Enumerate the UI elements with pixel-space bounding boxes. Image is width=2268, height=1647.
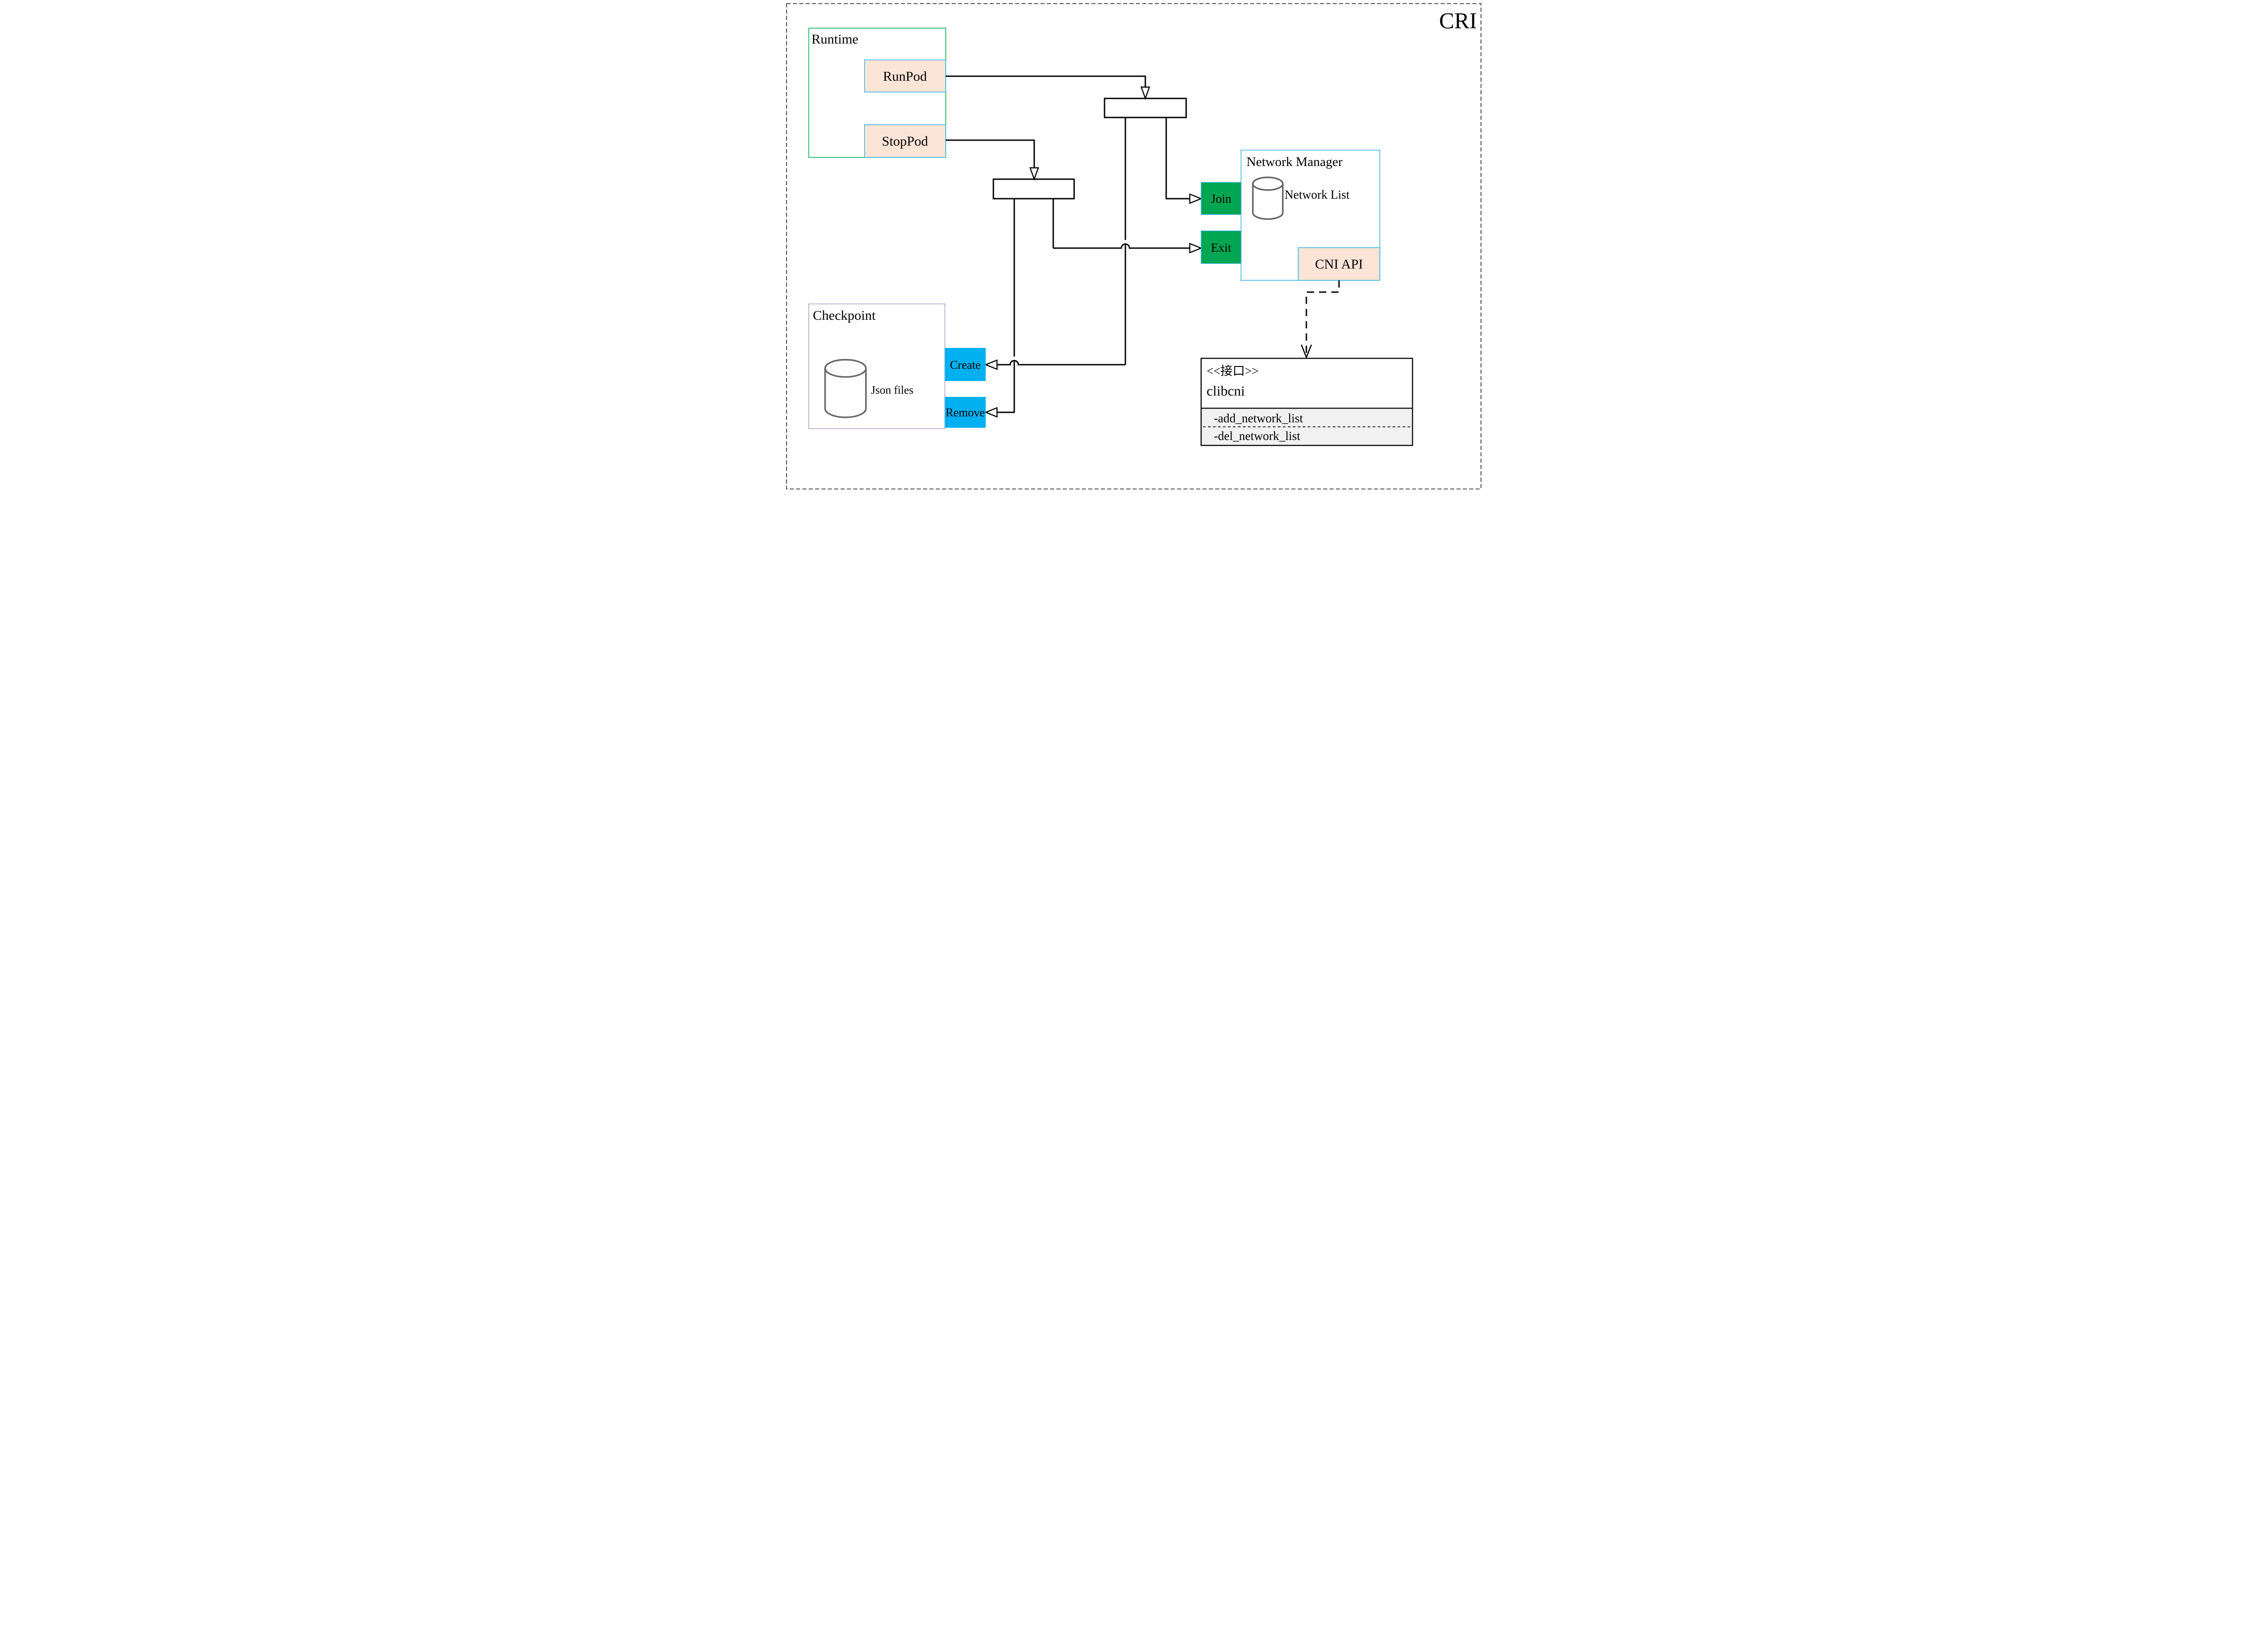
line-hop-mask-create bbox=[1010, 357, 1018, 361]
json-files-cylinder-icon bbox=[824, 359, 867, 418]
clibcni-class-box: <<接口>> clibcni -add_network_list -del_ne… bbox=[1200, 357, 1413, 446]
json-files-label: Json files bbox=[871, 384, 914, 396]
network-manager-label: Network Manager bbox=[1246, 155, 1343, 169]
runpod-label: RunPod bbox=[883, 69, 927, 84]
junction-box-runpod bbox=[1104, 98, 1187, 118]
line-hop-mask-exit bbox=[1121, 240, 1129, 244]
clibcni-method-del: -del_network_list bbox=[1214, 429, 1300, 443]
dashed-connector-cniapi-to-clibcni bbox=[1305, 280, 1339, 355]
open-arrowhead-left-exit-icon bbox=[1189, 243, 1202, 254]
connector-junction2-to-remove bbox=[997, 199, 1015, 413]
join-label: Join bbox=[1211, 192, 1232, 205]
network-list-label: Network List bbox=[1285, 188, 1350, 201]
network-list-cylinder-icon bbox=[1251, 176, 1284, 220]
open-arrowhead-left-join-icon bbox=[1189, 193, 1202, 204]
connector-junction1-to-join bbox=[1165, 117, 1190, 200]
open-arrowhead-left-remove-icon bbox=[984, 407, 997, 418]
runpod-node bbox=[864, 59, 946, 93]
runtime-label: Runtime bbox=[811, 32, 858, 47]
cni-api-label: CNI API bbox=[1315, 257, 1363, 272]
page-dashed-border bbox=[786, 3, 1481, 489]
remove-label: Remove bbox=[945, 406, 985, 419]
clibcni-methods-section bbox=[1202, 408, 1412, 445]
open-v-arrowhead-clibcni-icon bbox=[1300, 344, 1312, 359]
join-node bbox=[1200, 182, 1242, 215]
checkpoint-label: Checkpoint bbox=[813, 308, 876, 323]
clibcni-method-add: -add_network_list bbox=[1214, 411, 1303, 425]
open-arrowhead-down-junction1-icon bbox=[1140, 86, 1150, 100]
clibcni-name: clibcni bbox=[1207, 383, 1245, 399]
connector-to-exit bbox=[1053, 243, 1190, 249]
exit-node bbox=[1200, 230, 1242, 264]
diagram-canvas: CRI Runtime RunPod StopPod Network Manag… bbox=[784, 0, 1485, 493]
create-label: Create bbox=[950, 358, 981, 371]
connector-to-create bbox=[997, 360, 1125, 366]
connector-runpod-to-junction bbox=[945, 75, 1146, 87]
stoppod-node bbox=[864, 124, 946, 158]
remove-node bbox=[944, 397, 986, 428]
connector-stoppod-to-junction bbox=[945, 139, 1035, 168]
cri-badge: CRI bbox=[1439, 8, 1476, 33]
stoppod-label: StopPod bbox=[882, 134, 928, 149]
open-arrowhead-left-create-icon bbox=[984, 359, 997, 370]
clibcni-stereotype: <<接口>> bbox=[1207, 364, 1259, 378]
junction-box-stoppod bbox=[992, 178, 1075, 200]
create-node bbox=[944, 348, 986, 381]
open-arrowhead-down-junction2-icon bbox=[1029, 167, 1039, 181]
exit-label: Exit bbox=[1211, 241, 1231, 254]
